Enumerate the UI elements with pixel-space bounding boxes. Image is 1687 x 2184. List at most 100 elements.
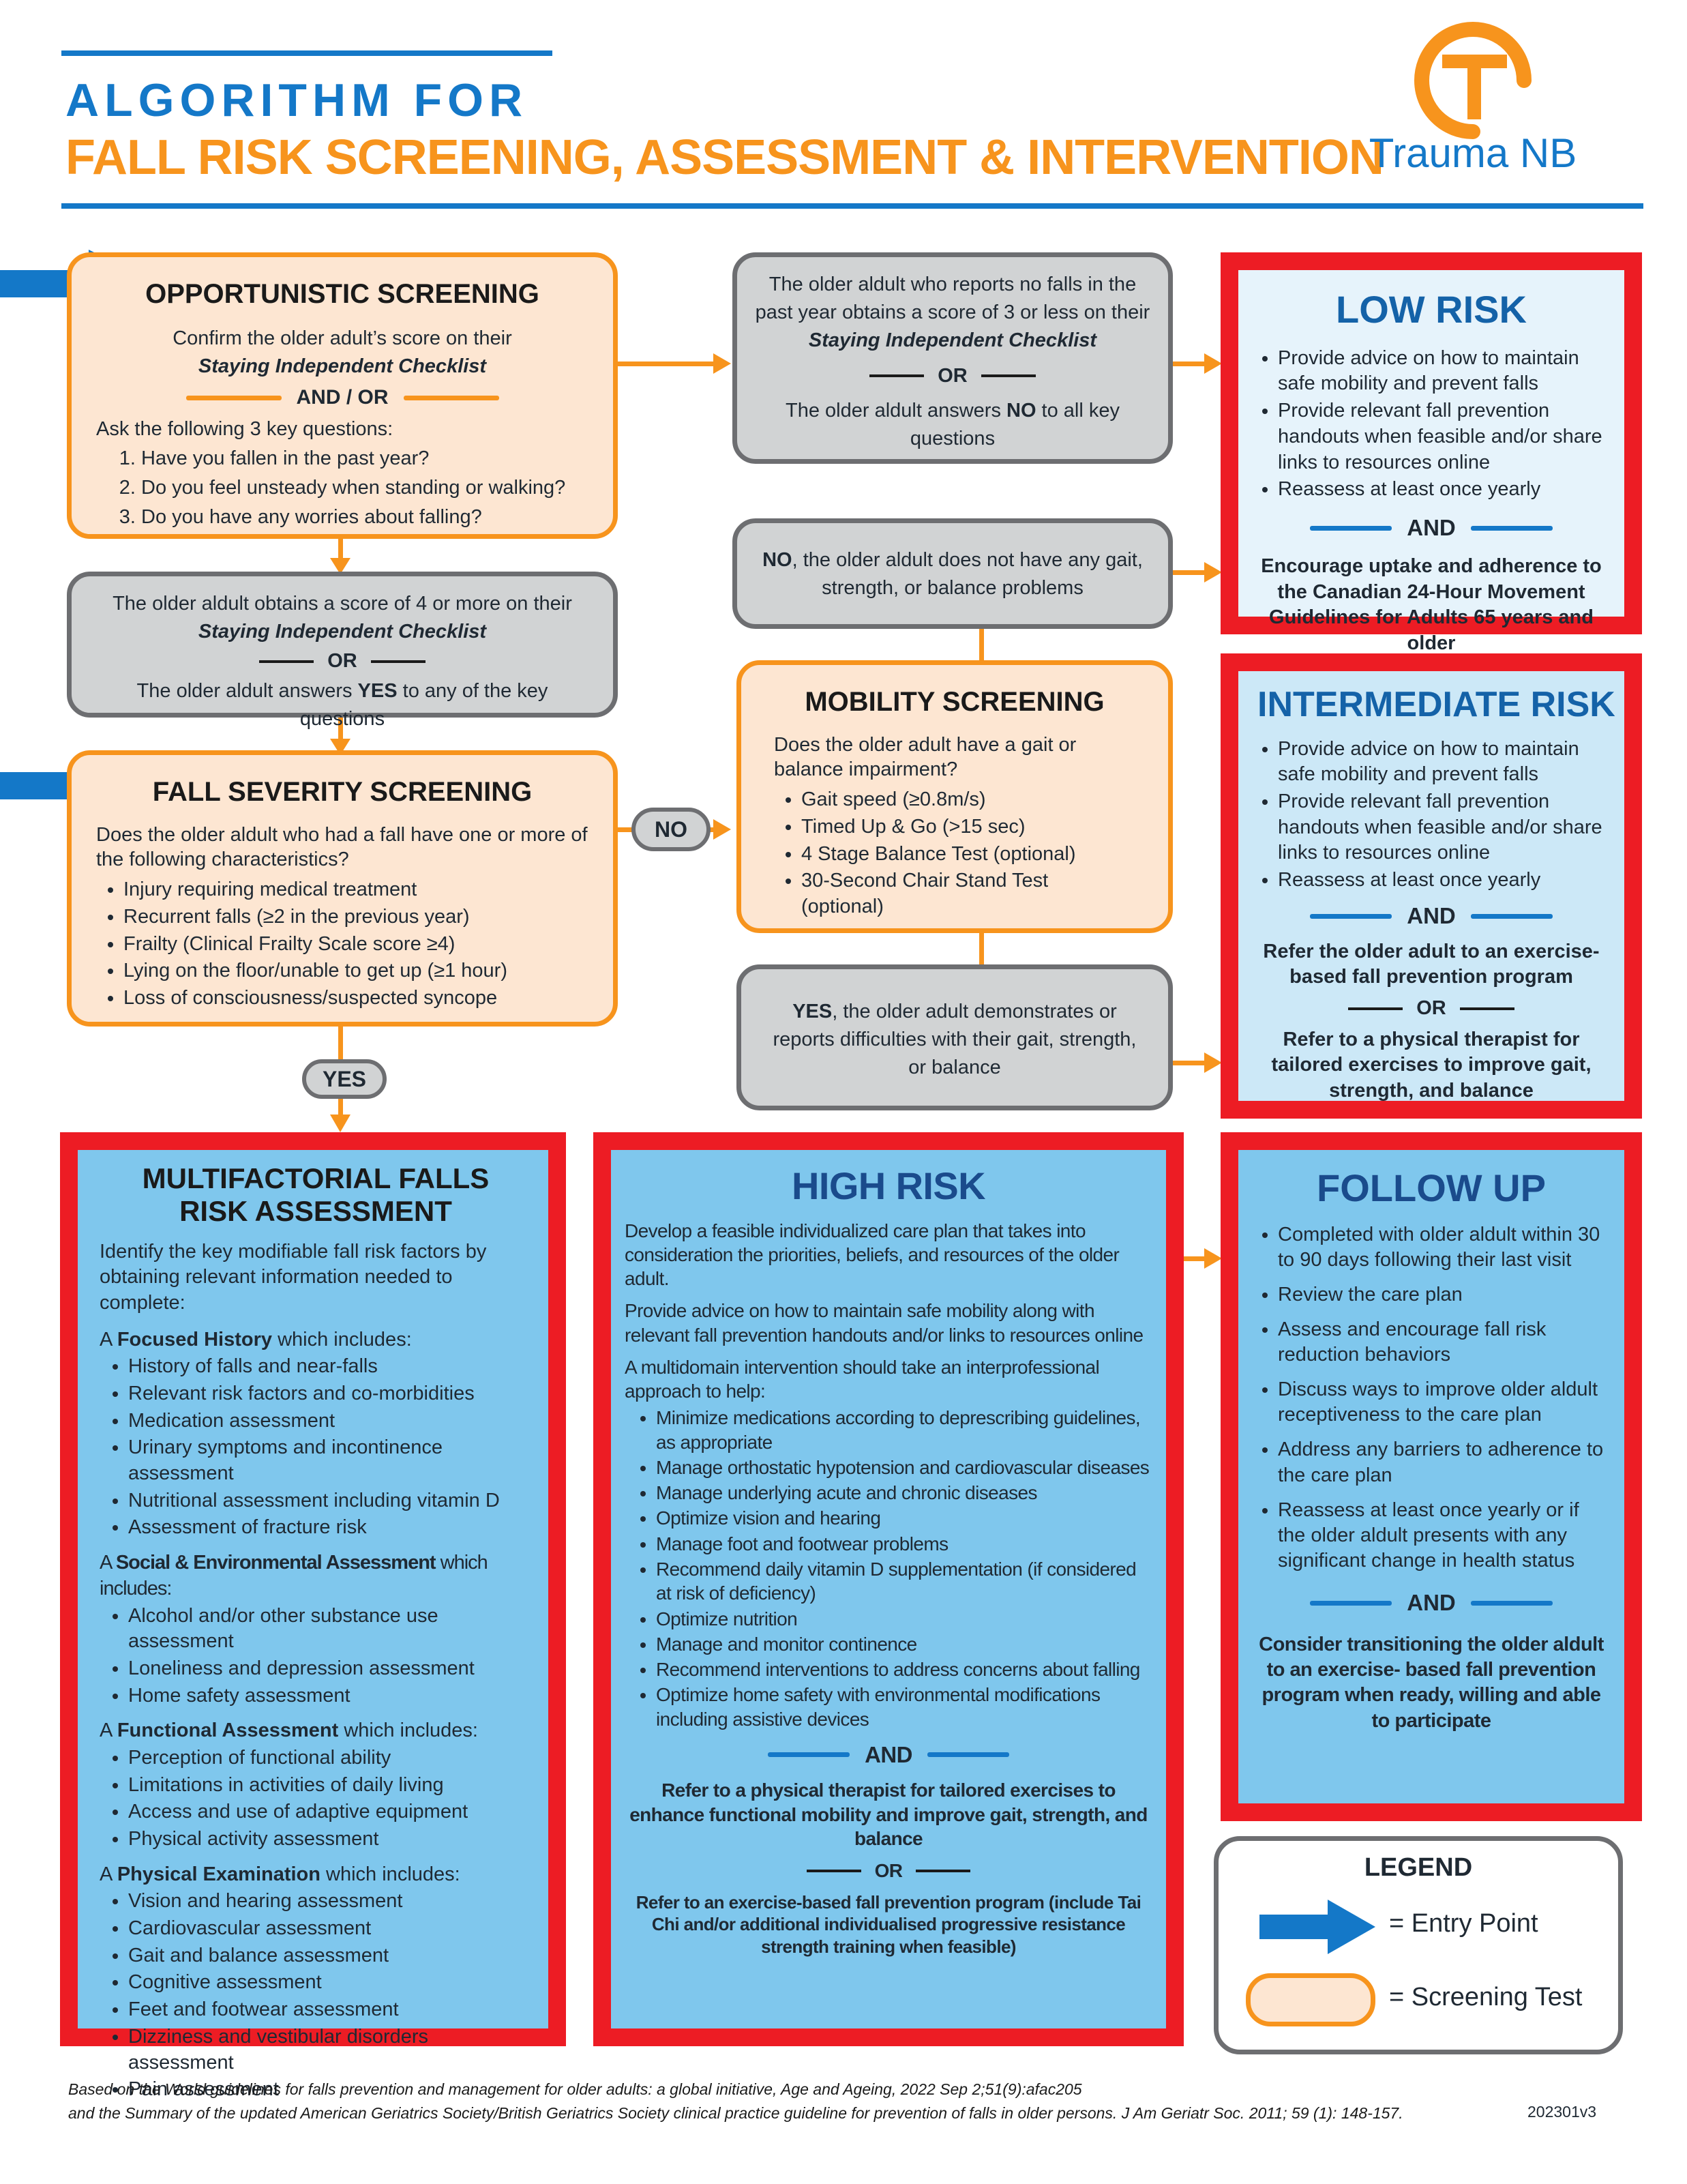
legend-box: LEGEND = Entry Point = Screening Test bbox=[1214, 1836, 1623, 2054]
focused-history-heading: A Focused History which includes: bbox=[100, 1328, 412, 1351]
fall-severity-intro: Does the older aldult who had a fall hav… bbox=[96, 823, 588, 871]
mobility-test: Gait speed (≥0.8m/s) bbox=[801, 787, 1135, 813]
mobility-screening-box: MOBILITY SCREENING Does the older adult … bbox=[736, 660, 1173, 933]
intervention-item: Recommend interventions to address conce… bbox=[656, 1657, 1152, 1681]
follow-up-item: Address any barriers to adherence to the… bbox=[1278, 1437, 1605, 1488]
connector-v bbox=[338, 1095, 343, 1116]
multifactorial-intro: Identify the key modifiable fall risk fa… bbox=[100, 1240, 487, 1314]
assessment-item: Cognitive assessment bbox=[128, 1970, 532, 1996]
intervention-item: Minimize medications according to depres… bbox=[656, 1406, 1152, 1454]
key-question: Do you have any worries about falling? bbox=[141, 503, 588, 531]
intermediate-risk-item: Provide advice on how to maintain safe m… bbox=[1278, 737, 1605, 788]
connector-v bbox=[979, 629, 984, 660]
low-risk-note: Encourage uptake and adherence to the Ca… bbox=[1261, 555, 1602, 654]
assessment-item: Pain assessment bbox=[128, 2077, 532, 2103]
opportunistic-and-or: AND / OR bbox=[96, 383, 588, 413]
intermediate-risk-title: INTERMEDIATE RISK bbox=[1257, 685, 1615, 724]
yes-gait-difficulties-box: YES, the older adult demonstrates or rep… bbox=[736, 964, 1173, 1110]
header-rule-bottom bbox=[61, 203, 1643, 209]
key-question: Do you feel unsteady when standing or wa… bbox=[141, 474, 588, 502]
opportunistic-confirm: Confirm the older adult’s score on their bbox=[173, 327, 512, 349]
key-question: Have you fallen in the past year? bbox=[141, 445, 588, 473]
follow-up-item: Reassess at least once yearly or if the … bbox=[1278, 1498, 1605, 1574]
assessment-item: Nutritional assessment including vitamin… bbox=[128, 1488, 532, 1514]
intervention-item: Manage foot and footwear problems bbox=[656, 1532, 1152, 1556]
physical-examination-list: Vision and hearing assessment Cardiovasc… bbox=[100, 1889, 532, 2103]
physical-examination-heading: A Physical Examination which includes: bbox=[100, 1863, 460, 1885]
connector-h bbox=[1173, 1061, 1207, 1065]
assessment-item: Perception of functional ability bbox=[128, 1745, 532, 1771]
opportunistic-ask: Ask the following 3 key questions: bbox=[96, 417, 393, 440]
connector-v bbox=[338, 539, 343, 559]
no-falls-line2: The older aldult answers NO to all key q… bbox=[786, 399, 1120, 449]
no-falls-line1: The older aldult who reports no falls in… bbox=[755, 274, 1150, 352]
intermediate-risk-or: OR bbox=[1257, 996, 1605, 1022]
intervention-item: Manage underlying acute and chronic dise… bbox=[656, 1481, 1152, 1505]
intermediate-risk-item: Provide relevant fall prevention handout… bbox=[1278, 789, 1605, 866]
fall-severity-item: Frailty (Clinical Frailty Scale score ≥4… bbox=[123, 932, 588, 958]
high-risk-p2: Provide advice on how to maintain safe m… bbox=[625, 1300, 1144, 1346]
title-line-2: FALL RISK SCREENING, ASSESSMENT & INTERV… bbox=[65, 130, 1384, 185]
legend-title: LEGEND bbox=[1364, 1853, 1473, 1882]
high-risk-and: AND bbox=[625, 1741, 1152, 1769]
high-risk-title: HIGH RISK bbox=[792, 1164, 986, 1207]
mobility-test: 4 Stage Balance Test (optional) bbox=[801, 842, 1135, 868]
social-environmental-heading: A Social & Environmental Assessment whic… bbox=[100, 1552, 488, 1599]
assessment-item: Access and use of adaptive equipment bbox=[128, 1799, 532, 1825]
opportunistic-screening-title: OPPORTUNISTIC SCREENING bbox=[145, 279, 539, 309]
footer-references: Based on the World guidelines for falls … bbox=[68, 2080, 1403, 2122]
functional-assessment-list: Perception of functional ability Limitat… bbox=[100, 1745, 532, 1853]
multifactorial-title: MULTIFACTORIAL FALLS RISK ASSESSMENT bbox=[142, 1162, 490, 1228]
score4-line1: The older aldult obtains a score of 4 or… bbox=[113, 593, 572, 615]
multifactorial-assessment-box: MULTIFACTORIAL FALLS RISK ASSESSMENT Ide… bbox=[60, 1132, 566, 2100]
score-4-or-more-box: The older aldult obtains a score of 4 or… bbox=[67, 572, 618, 730]
high-risk-p3: A multidomain intervention should take a… bbox=[625, 1356, 1100, 1402]
yes-pill: YES bbox=[302, 1059, 387, 1099]
score4-line2: The older aldult answers YES to any of t… bbox=[136, 679, 548, 730]
mobility-tests-list: Gait speed (≥0.8m/s) Timed Up & Go (>15 … bbox=[774, 787, 1135, 919]
assessment-item: Feet and footwear assessment bbox=[128, 1997, 532, 2023]
header-rule-top bbox=[61, 50, 552, 56]
intervention-item: Optimize home safety with environmental … bbox=[656, 1683, 1152, 1731]
intermediate-risk-list: Provide advice on how to maintain safe m… bbox=[1257, 737, 1605, 894]
assessment-item: Dizziness and vestibular disorders asses… bbox=[128, 2024, 532, 2076]
no-gait-problems-box: NO, the older aldult does not have any g… bbox=[732, 518, 1173, 629]
mobility-screening-title: MOBILITY SCREENING bbox=[805, 687, 1105, 717]
high-risk-note2: Refer to an exercise-based fall preventi… bbox=[636, 1891, 1141, 1958]
follow-up-note: Consider transitioning the older aldult … bbox=[1259, 1634, 1604, 1732]
assessment-item: Cardiovascular assessment bbox=[128, 1916, 532, 1942]
assessment-item: History of falls and near-falls bbox=[128, 1354, 532, 1380]
no-falls-box: The older aldult who reports no falls in… bbox=[732, 252, 1173, 464]
follow-up-item: Completed with older aldult within 30 to… bbox=[1278, 1222, 1605, 1273]
intervention-item: Manage and monitor continence bbox=[656, 1632, 1152, 1656]
high-risk-p1: Develop a feasible individualized care p… bbox=[625, 1220, 1120, 1290]
high-risk-interventions-list: Minimize medications according to depres… bbox=[625, 1406, 1152, 1730]
connector-v bbox=[979, 933, 984, 964]
fall-severity-item: Injury requiring medical treatment bbox=[123, 877, 588, 903]
follow-up-list: Completed with older aldult within 30 to… bbox=[1257, 1222, 1605, 1574]
intervention-item: Optimize nutrition bbox=[656, 1607, 1152, 1631]
connector-h bbox=[1173, 361, 1207, 366]
legend-screening-swatch bbox=[1246, 1973, 1375, 2026]
low-risk-title: LOW RISK bbox=[1336, 288, 1527, 331]
intervention-item: Recommend daily vitamin D supplementatio… bbox=[656, 1557, 1152, 1606]
title-line-1: ALGORITHM FOR bbox=[65, 74, 528, 126]
fall-severity-list: Injury requiring medical treatment Recur… bbox=[96, 877, 588, 1011]
legend-entry-label: = Entry Point bbox=[1389, 1909, 1538, 1938]
follow-up-box: FOLLOW UP Completed with older aldult wi… bbox=[1221, 1132, 1642, 1821]
version-code: 202301v3 bbox=[1527, 2103, 1597, 2121]
assessment-item: Urinary symptoms and incontinence assess… bbox=[128, 1435, 532, 1486]
follow-up-and: AND bbox=[1257, 1589, 1605, 1617]
low-risk-item: Provide advice on how to maintain safe m… bbox=[1278, 346, 1605, 397]
assessment-item: Vision and hearing assessment bbox=[128, 1889, 532, 1915]
connector-v bbox=[338, 716, 343, 740]
intermediate-risk-box: INTERMEDIATE RISK Provide advice on how … bbox=[1221, 653, 1642, 1119]
connector-v bbox=[338, 1027, 343, 1059]
assessment-item: Physical activity assessment bbox=[128, 1827, 532, 1853]
follow-up-title: FOLLOW UP bbox=[1317, 1166, 1546, 1209]
focused-history-list: History of falls and near-falls Relevant… bbox=[100, 1354, 532, 1541]
intermediate-risk-note2: Refer to a physical therapist for tailor… bbox=[1271, 1028, 1592, 1102]
assessment-item: Medication assessment bbox=[128, 1408, 532, 1434]
follow-up-item: Discuss ways to improve older aldult rec… bbox=[1278, 1377, 1605, 1428]
mobility-intro: Does the older adult have a gait or bala… bbox=[774, 733, 1077, 781]
